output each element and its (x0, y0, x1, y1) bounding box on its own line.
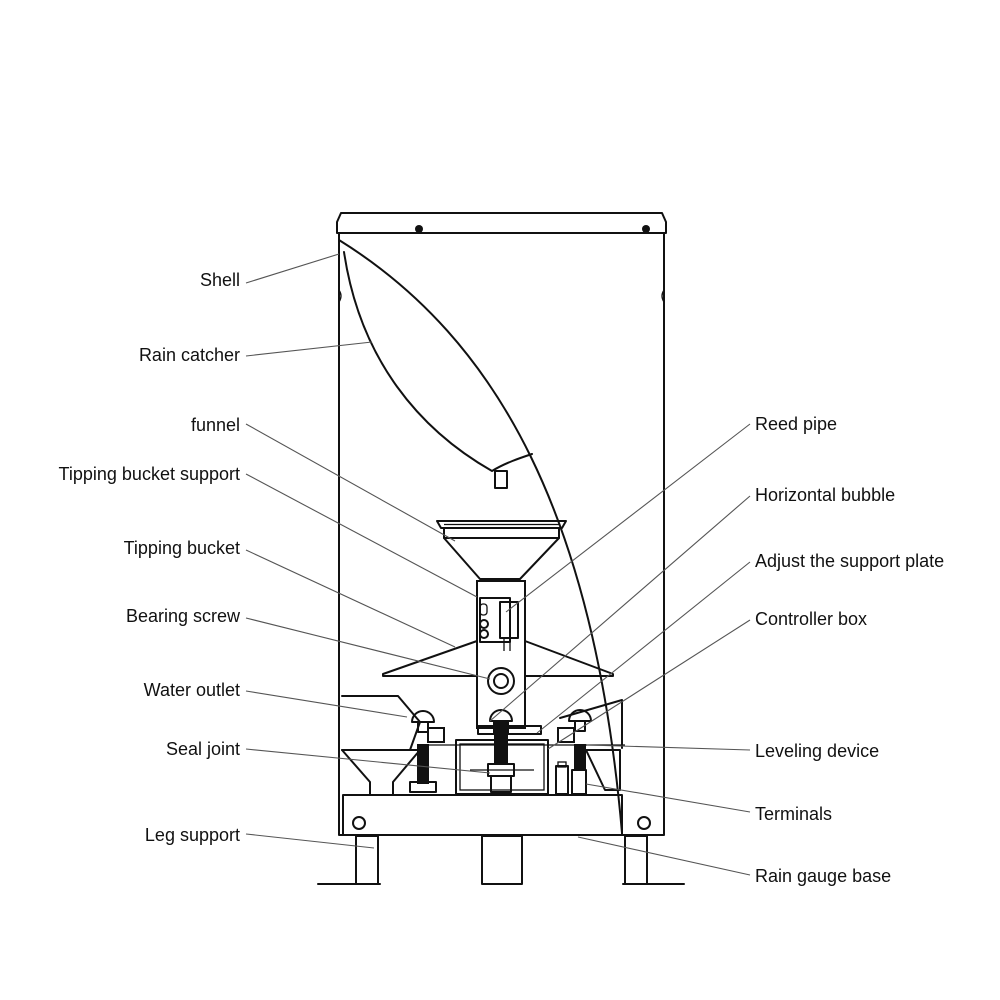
label-rain-catcher: Rain catcher (139, 345, 240, 365)
shell-seam-left (338, 289, 342, 303)
leader-shell (245, 253, 340, 284)
label-tipping-bucket-support: Tipping bucket support (59, 464, 240, 484)
lid-screw-left (415, 225, 423, 233)
label-leg-support: Leg support (145, 825, 240, 845)
leader-horizontal-bubble (489, 495, 751, 722)
leader-tipping-bucket-support (245, 473, 478, 598)
leader-bearing-screw (245, 617, 491, 680)
label-controller-box: Controller box (755, 609, 867, 629)
rain-catcher-spout (494, 470, 508, 489)
legs (317, 835, 685, 885)
label-seal-joint: Seal joint (166, 739, 240, 759)
left-leveling-screw (417, 744, 429, 784)
label-shell: Shell (200, 270, 240, 290)
label-bearing-screw: Bearing screw (126, 606, 241, 626)
labels-right: Reed pipe Horizontal bubble Adjust the s… (755, 414, 944, 886)
reed-pipe-housing (479, 597, 511, 643)
leader-adjust-support-plate (536, 561, 751, 734)
label-adjust-support-plate: Adjust the support plate (755, 551, 944, 571)
label-water-outlet: Water outlet (144, 680, 240, 700)
seal-joint (487, 734, 515, 793)
leader-seal-joint (245, 748, 491, 774)
right-collector (559, 699, 623, 749)
labels-left: Shell Rain catcher funnel Tipping bucket… (59, 270, 241, 845)
leader-leg-support (245, 833, 375, 849)
rain-gauge-drawing (317, 212, 685, 885)
rain-catcher-outline (343, 251, 533, 472)
left-leg (355, 835, 379, 885)
rain-gauge-base (342, 794, 651, 836)
label-horizontal-bubble: Horizontal bubble (755, 485, 895, 505)
funnel-cone (443, 527, 560, 580)
label-terminals: Terminals (755, 804, 832, 824)
leader-lines (245, 253, 751, 876)
lid-screw-right (642, 225, 650, 233)
left-water-outlet (341, 749, 421, 796)
shell-lid (336, 212, 667, 234)
funnel (436, 520, 567, 580)
leader-rain-gauge-base (577, 836, 751, 876)
left-collector (341, 695, 421, 751)
label-reed-pipe: Reed pipe (755, 414, 837, 434)
leader-funnel (245, 423, 456, 542)
right-leg (624, 835, 648, 885)
bearing-screw (487, 667, 515, 695)
leader-tipping-bucket (245, 549, 456, 648)
shell-seam-right (661, 289, 665, 303)
leader-rain-catcher (245, 341, 373, 357)
label-tipping-bucket: Tipping bucket (124, 538, 240, 558)
funnel-rim (436, 520, 567, 529)
leader-controller-box (547, 619, 751, 750)
label-rain-gauge-base: Rain gauge base (755, 866, 891, 886)
base-plate (342, 794, 623, 836)
leader-terminals (585, 783, 751, 813)
rain-catcher (343, 251, 533, 489)
tipping-bucket-support (476, 580, 526, 729)
center-leg (481, 835, 523, 885)
tipping-bucket-left (382, 640, 478, 677)
leader-reed-pipe (505, 423, 751, 613)
label-leveling-device: Leveling device (755, 741, 879, 761)
cutaway-edge (338, 239, 623, 834)
leader-leveling-device (586, 744, 751, 751)
reed-pipe (499, 601, 519, 639)
right-leveling-screw (574, 744, 586, 770)
label-funnel: funnel (191, 415, 240, 435)
leader-water-outlet (245, 690, 408, 718)
